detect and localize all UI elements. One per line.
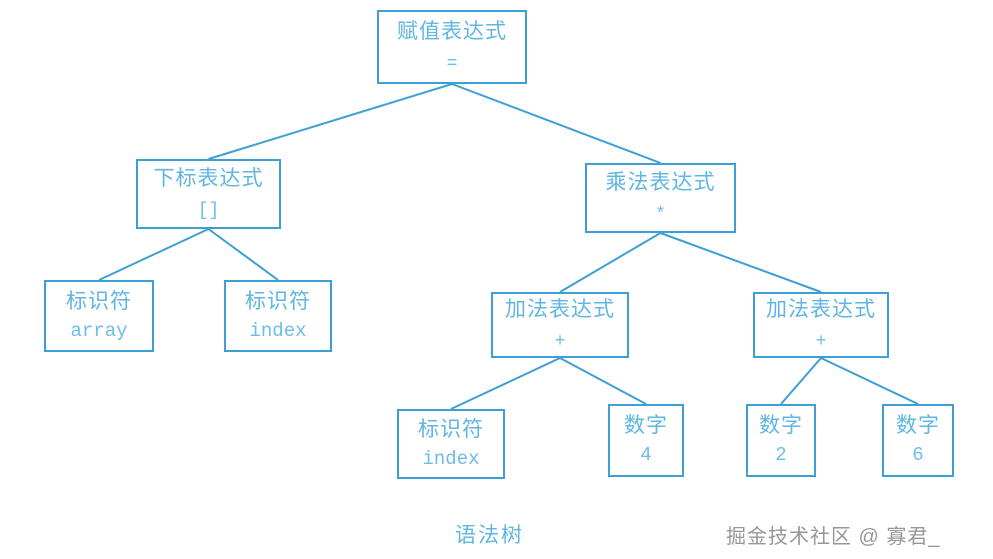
- tree-node-assign: 赋值表达式 =: [377, 10, 527, 84]
- tree-node-multiply: 乘法表达式 *: [585, 163, 736, 233]
- node-value-label: array: [70, 319, 128, 342]
- tree-edge-multiply-to-add-right: [660, 232, 822, 293]
- tree-node-ident-array: 标识符 array: [44, 280, 154, 352]
- diagram-caption: 语法树: [455, 524, 524, 547]
- node-value-label: 2: [775, 444, 787, 467]
- tree-edge-add-right-to-num-2: [780, 357, 822, 405]
- node-value-label: index: [249, 319, 307, 342]
- tree-node-num-6: 数字 6: [882, 404, 954, 477]
- node-type-label: 加法表达式: [766, 297, 876, 321]
- tree-node-add-right: 加法表达式 +: [753, 292, 889, 358]
- tree-node-ident-index-1: 标识符 index: [224, 280, 332, 352]
- tree-node-num-4: 数字 4: [608, 404, 684, 477]
- watermark-label: 掘金技术社区 @ 寡君_: [726, 526, 941, 548]
- node-value-label: +: [815, 331, 827, 352]
- node-type-label: 乘法表达式: [605, 170, 716, 194]
- node-type-label: 数字: [759, 414, 803, 437]
- tree-edge-add-right-to-num-6: [820, 357, 919, 405]
- node-type-label: 下标表达式: [153, 166, 264, 190]
- node-value-label: +: [554, 331, 566, 352]
- node-type-label: 标识符: [66, 289, 132, 313]
- node-type-label: 赋值表达式: [397, 19, 507, 43]
- tree-edge-multiply-to-add-left: [559, 232, 662, 293]
- tree-edge-add-left-to-num-4: [559, 357, 647, 405]
- tree-node-ident-index-2: 标识符 index: [397, 409, 505, 479]
- node-value-label: index: [422, 447, 480, 470]
- node-type-label: 加法表达式: [505, 297, 615, 321]
- tree-edge-add-left-to-ident-index-2: [450, 357, 561, 410]
- node-value-label: 4: [640, 444, 652, 467]
- tree-edge-subscript-to-ident-index-1: [207, 228, 279, 281]
- tree-node-add-left: 加法表达式 +: [491, 292, 629, 358]
- node-type-label: 标识符: [418, 417, 484, 441]
- node-type-label: 数字: [896, 414, 940, 437]
- node-value-label: *: [655, 204, 666, 225]
- node-value-label: []: [197, 200, 220, 221]
- tree-edge-assign-to-multiply: [451, 83, 661, 164]
- node-value-label: 6: [912, 444, 924, 467]
- node-value-label: =: [446, 53, 458, 74]
- tree-node-num-2: 数字 2: [746, 404, 816, 477]
- node-type-label: 数字: [624, 414, 668, 437]
- tree-node-subscript: 下标表达式 []: [136, 159, 281, 229]
- tree-edge-subscript-to-ident-array: [98, 228, 209, 281]
- node-type-label: 标识符: [245, 289, 311, 313]
- tree-edge-assign-to-subscript: [208, 83, 453, 160]
